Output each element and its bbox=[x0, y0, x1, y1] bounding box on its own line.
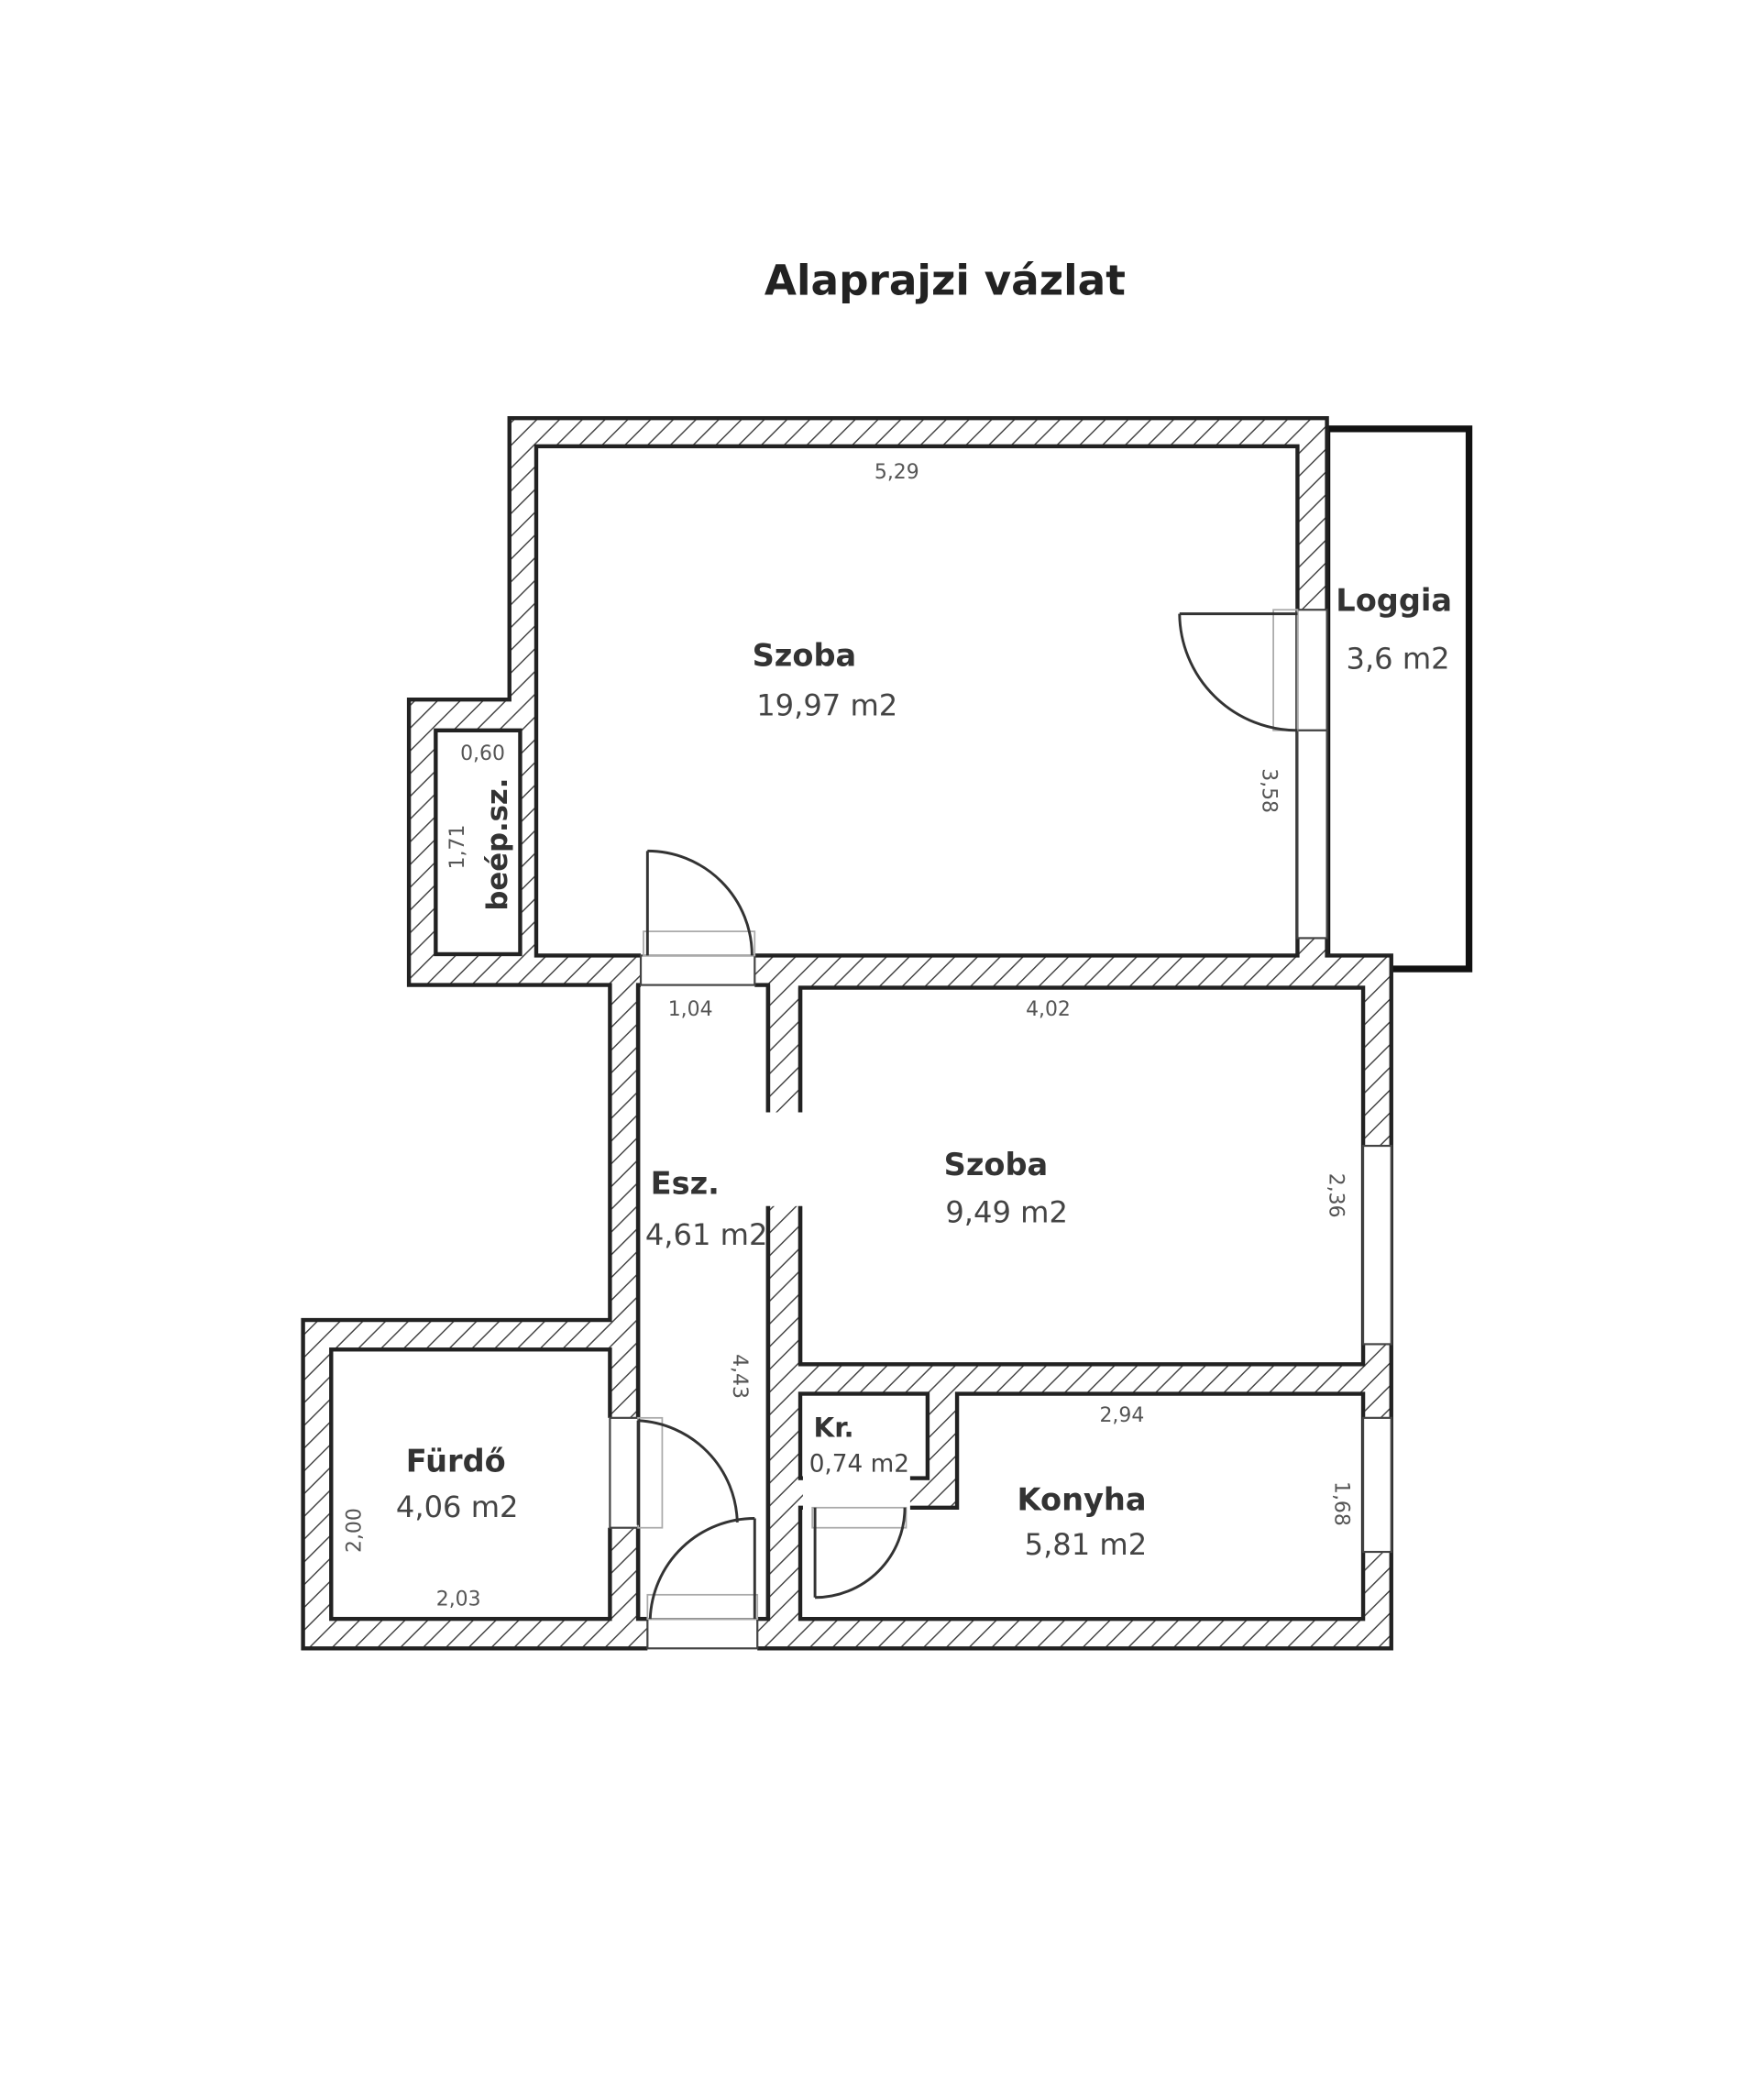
label-beep: beép.sz. bbox=[482, 778, 514, 911]
dim-furdo-width: 2,03 bbox=[436, 1589, 481, 1611]
room-beep bbox=[434, 728, 522, 957]
room-szoba-small bbox=[798, 985, 1366, 1367]
label-furdo: Fürdő bbox=[406, 1443, 506, 1479]
door-konyha bbox=[811, 1506, 908, 1600]
dim-esz-width: 1,04 bbox=[668, 998, 713, 1021]
area-eloszoba: 4,61 m2 bbox=[645, 1217, 768, 1252]
dim-szoba-small-height: 2,36 bbox=[1325, 1173, 1348, 1218]
label-szoba-large: Szoba bbox=[753, 638, 857, 674]
area-kamra: 0,74 m2 bbox=[809, 1450, 909, 1478]
door-furdo bbox=[636, 1416, 739, 1529]
dim-szoba-large-height: 3,58 bbox=[1257, 768, 1280, 813]
dim-esz-length: 4,43 bbox=[728, 1354, 751, 1399]
label-konyha: Konyha bbox=[1018, 1482, 1147, 1518]
room-konyha bbox=[798, 1391, 1366, 1622]
label-loggia: Loggia bbox=[1336, 583, 1452, 619]
dim-konyha-width: 2,94 bbox=[1099, 1404, 1144, 1427]
plan-title: Alaprajzi vázlat bbox=[764, 257, 1126, 305]
loggia-outline bbox=[1323, 425, 1473, 973]
opening-esz-szoba-small bbox=[764, 1112, 806, 1206]
window-szoba-small bbox=[1361, 1144, 1392, 1346]
dim-konyha-height: 1,68 bbox=[1329, 1481, 1352, 1526]
dim-beep-width: 0,60 bbox=[460, 742, 505, 765]
label-kamra: Kr. bbox=[814, 1412, 854, 1443]
label-szoba-small: Szoba bbox=[944, 1147, 1049, 1182]
area-loggia: 3,6 m2 bbox=[1346, 642, 1449, 676]
dim-furdo-height: 2,00 bbox=[343, 1508, 366, 1553]
window-loggia-door bbox=[1296, 609, 1328, 731]
area-konyha: 5,81 m2 bbox=[1025, 1527, 1148, 1562]
area-szoba-small: 9,49 m2 bbox=[945, 1194, 1068, 1229]
opening-konyha bbox=[802, 1475, 910, 1511]
dim-szoba-large-width: 5,29 bbox=[874, 461, 919, 484]
room-szoba-large bbox=[534, 444, 1300, 958]
door-entrance bbox=[646, 1517, 759, 1621]
dim-szoba-small-width: 4,02 bbox=[1026, 998, 1071, 1021]
window-konyha bbox=[1361, 1416, 1392, 1554]
area-furdo: 4,06 m2 bbox=[396, 1490, 519, 1524]
label-eloszoba: Esz. bbox=[651, 1166, 720, 1202]
room-furdo bbox=[329, 1347, 612, 1622]
window-szoba-large bbox=[1296, 729, 1328, 940]
dim-beep-height: 1,71 bbox=[446, 825, 469, 870]
area-szoba-large: 19,97 m2 bbox=[756, 688, 897, 723]
door-szoba-large bbox=[643, 849, 756, 957]
door-loggia bbox=[1178, 609, 1299, 732]
room-eloszoba bbox=[635, 983, 771, 1622]
